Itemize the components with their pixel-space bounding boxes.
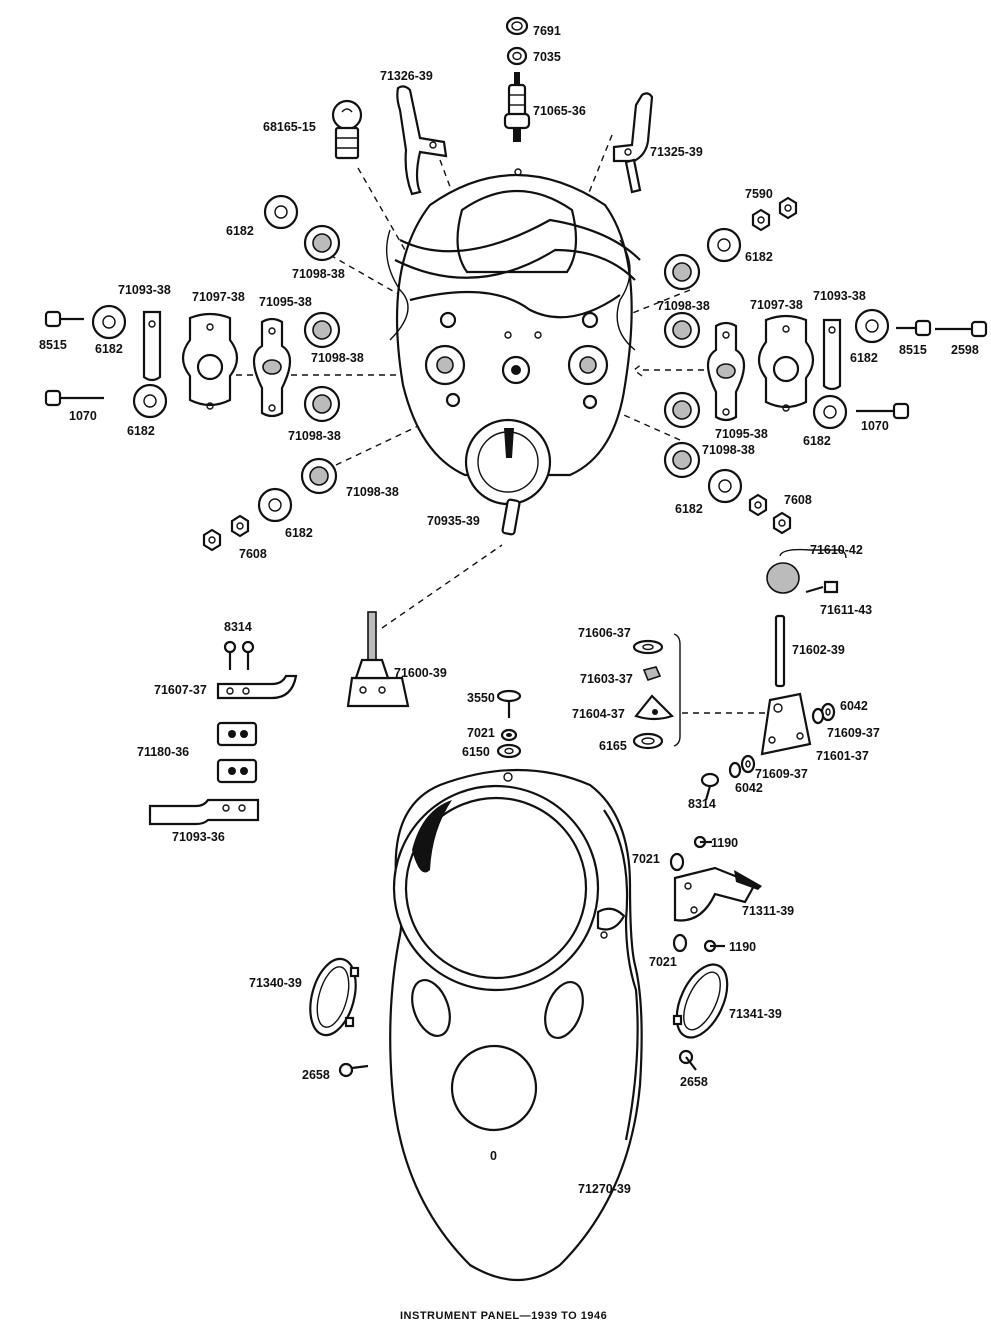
label-70935-39: 70935-39 <box>427 514 480 528</box>
label-71098-38-d: 71098-38 <box>288 429 341 443</box>
label-71097-38-l: 71097-38 <box>192 290 245 304</box>
instrument-panel-71270-39 <box>389 768 643 1281</box>
bezel-71340-39 <box>309 957 360 1037</box>
bracket-71325-39 <box>612 92 654 194</box>
label-68165-15: 68165-15 <box>263 120 316 134</box>
bracket-71326-39 <box>396 85 448 196</box>
top-stack <box>503 16 531 142</box>
label-6150: 6150 <box>462 745 490 759</box>
label-8314-a: 8314 <box>224 620 252 634</box>
label-6042-b: 6042 <box>735 781 763 795</box>
label-6182-d: 6182 <box>127 424 155 438</box>
label-71325-39: 71325-39 <box>650 145 703 159</box>
label-71093-38-r: 71093-38 <box>813 289 866 303</box>
bulb-68165-15 <box>331 99 363 160</box>
diagram-caption: INSTRUMENT PANEL—1939 TO 1946 <box>400 1310 607 1322</box>
label-6042-a: 6042 <box>840 699 868 713</box>
label-6182-e: 6182 <box>850 351 878 365</box>
label-71098-38-b: 71098-38 <box>657 299 710 313</box>
label-71093-38-l: 71093-38 <box>118 283 171 297</box>
label-71602-39: 71602-39 <box>792 643 845 657</box>
label-1070-r: 1070 <box>861 419 889 433</box>
label-71098-38-a: 71098-38 <box>292 267 345 281</box>
label-71095-38-r: 71095-38 <box>715 427 768 441</box>
label-71601-37: 71601-37 <box>816 749 869 763</box>
label-6182-h: 6182 <box>675 502 703 516</box>
label-7021-c: 7021 <box>649 955 677 969</box>
label-6182-a: 6182 <box>226 224 254 238</box>
label-6182-g: 6182 <box>285 526 313 540</box>
label-6165: 6165 <box>599 739 627 753</box>
label-1190-a: 1190 <box>711 836 738 850</box>
middle-right-parts <box>632 548 847 801</box>
left-side-parts <box>44 194 341 552</box>
label-71611-43: 71611-43 <box>820 603 872 617</box>
label-71098-38-c: 71098-38 <box>311 351 364 365</box>
label-2658-r: 2658 <box>680 1075 708 1089</box>
label-7691: 7691 <box>533 24 561 38</box>
label-8314-b: 8314 <box>688 797 716 811</box>
label-71610-42: 71610-42 <box>810 543 863 557</box>
label-71600-39: 71600-39 <box>394 666 447 680</box>
label-7608-l: 7608 <box>239 547 267 561</box>
label-71603-37: 71603-37 <box>580 672 633 686</box>
label-8515-r: 8515 <box>899 343 927 357</box>
label-71093-36: 71093-36 <box>172 830 225 844</box>
bracket-71311-39 <box>338 835 762 1078</box>
label-71098-38-f: 71098-38 <box>346 485 399 499</box>
label-71270-39: 71270-39 <box>578 1182 631 1196</box>
label-71607-37: 71607-37 <box>154 683 207 697</box>
label-71340-39: 71340-39 <box>249 976 302 990</box>
middle-left-parts <box>148 611 522 826</box>
label-71604-37: 71604-37 <box>572 707 625 721</box>
label-71065-36: 71065-36 <box>533 104 586 118</box>
label-6182-c: 6182 <box>95 342 123 356</box>
label-71098-38-e: 71098-38 <box>702 443 755 457</box>
label-71609-37-b: 71609-37 <box>755 767 808 781</box>
right-side-parts <box>663 196 988 535</box>
label-1190-b: 1190 <box>729 940 756 954</box>
label-0: 0 <box>490 1149 497 1163</box>
label-7021-b: 7021 <box>632 852 660 866</box>
label-8515-l: 8515 <box>39 338 67 352</box>
speedometer-housing <box>385 168 641 536</box>
label-7590: 7590 <box>745 187 773 201</box>
label-71095-38-l: 71095-38 <box>259 295 312 309</box>
label-7021-a: 7021 <box>467 726 495 740</box>
label-2658-l: 2658 <box>302 1068 330 1082</box>
label-71097-38-r: 71097-38 <box>750 298 803 312</box>
bezel-71341-39 <box>672 963 729 1039</box>
label-71341-39: 71341-39 <box>729 1007 782 1021</box>
part-labels: 7691 7035 71065-36 71326-39 68165-15 713… <box>39 24 979 1196</box>
label-7608-r: 7608 <box>784 493 812 507</box>
label-71609-37-a: 71609-37 <box>827 726 880 740</box>
label-2598: 2598 <box>951 343 979 357</box>
label-71326-39: 71326-39 <box>380 69 433 83</box>
label-3550: 3550 <box>467 691 495 705</box>
label-7035: 7035 <box>533 50 561 64</box>
label-71606-37: 71606-37 <box>578 626 631 640</box>
label-71180-36: 71180-36 <box>137 745 189 759</box>
label-6182-b: 6182 <box>745 250 773 264</box>
label-6182-f: 6182 <box>803 434 831 448</box>
label-71311-39: 71311-39 <box>742 904 794 918</box>
label-1070-l: 1070 <box>69 409 97 423</box>
